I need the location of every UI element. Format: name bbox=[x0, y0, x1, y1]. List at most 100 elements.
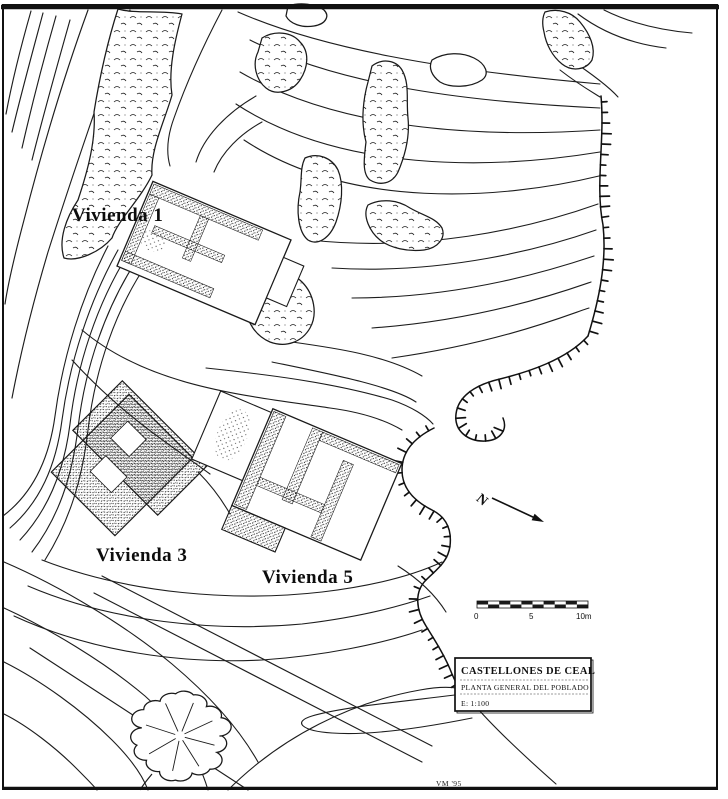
vivienda-5-label: Vivienda 5 bbox=[262, 567, 353, 588]
cliff-hachure-tick bbox=[456, 407, 466, 412]
map-frame bbox=[1, 4, 719, 790]
cliff-hachure-tick bbox=[418, 505, 426, 516]
tree-branch-line bbox=[181, 702, 194, 732]
cliff-hachure-tick bbox=[574, 346, 580, 353]
cliff-hachure-tick bbox=[457, 422, 468, 430]
cliff-hachure-tick bbox=[582, 339, 589, 346]
cliff-hachure-tick bbox=[601, 268, 613, 272]
rock-outcrop bbox=[254, 3, 594, 252]
scale-bar-segment bbox=[488, 604, 500, 608]
cliff-hachure-tick bbox=[433, 558, 442, 567]
scale-bar-segment bbox=[565, 601, 577, 605]
scale-bar: 0 5 10m bbox=[474, 600, 592, 621]
cliff-hachure-tick bbox=[432, 645, 440, 651]
tree-branch-line bbox=[148, 738, 176, 755]
cliff-hachure-tick bbox=[438, 664, 450, 670]
cliff-hachure-tick bbox=[547, 361, 554, 373]
tree-branch-line bbox=[182, 739, 200, 767]
scale-bar-segment bbox=[477, 601, 489, 605]
scale-bar-segment bbox=[499, 601, 511, 605]
vivienda-3-plan bbox=[50, 379, 209, 537]
vivienda-1-label: Vivienda 1 bbox=[72, 205, 163, 226]
cliff-hachure-tick bbox=[410, 498, 418, 507]
tree-branch-line bbox=[172, 740, 180, 771]
cliff-hachure-tick bbox=[413, 585, 421, 590]
cliff-hachure-tick bbox=[598, 289, 606, 293]
cliff-hachure-tick bbox=[464, 429, 471, 437]
cliff-hachure-tick bbox=[566, 352, 572, 361]
cliff-hachure-tick bbox=[442, 525, 449, 530]
scale-bar-segment bbox=[543, 601, 555, 605]
title-box-line1: CASTELLONES DE CEAL bbox=[461, 666, 595, 677]
cliff-hachure-tick bbox=[427, 567, 435, 574]
cliff-hachure-tick bbox=[484, 434, 487, 442]
cliff-hachure-tick bbox=[490, 430, 497, 440]
title-box-line3: E: 1:100 bbox=[461, 699, 489, 708]
cliff-hachure-tick bbox=[508, 375, 512, 386]
tree-symbol bbox=[130, 690, 232, 791]
cliff-hachure-tick bbox=[518, 372, 522, 381]
cliff-hachure-tick bbox=[415, 431, 421, 438]
cliff-hachure-tick bbox=[443, 673, 454, 679]
cliff-hachure-tick bbox=[599, 205, 611, 208]
cliff-hachure-tick bbox=[594, 310, 604, 314]
cliff-hachure-tick bbox=[591, 320, 603, 325]
tree-crown bbox=[130, 690, 232, 782]
scale-bar-segment bbox=[521, 601, 533, 605]
title-box-line2: PLANTA GENERAL DEL POBLADO bbox=[461, 683, 589, 692]
scale-bar-segment bbox=[554, 604, 566, 608]
tree-branch-line bbox=[184, 720, 213, 735]
tree-branch-line bbox=[165, 703, 179, 732]
vivienda-5-plan bbox=[191, 390, 403, 561]
cliff-hachure-tick bbox=[421, 627, 429, 633]
cliff-hachure-tick bbox=[403, 491, 411, 497]
tree-branch-line bbox=[145, 724, 176, 735]
scale-label-0: 0 bbox=[474, 612, 479, 621]
rock-outcrops bbox=[61, 3, 594, 260]
cliff-hachure-tick bbox=[461, 397, 469, 404]
cliff-hachure-tick bbox=[600, 215, 610, 219]
tree-branch-line bbox=[184, 736, 215, 746]
vivienda-3-label: Vivienda 3 bbox=[96, 545, 187, 566]
cliff-hachure-tick bbox=[437, 551, 448, 558]
cliff-hachure-tick bbox=[602, 226, 610, 229]
scale-label-10: 10m bbox=[576, 612, 592, 621]
cliff-hachure-tick bbox=[428, 510, 435, 520]
cliff-hachure-tick bbox=[435, 654, 445, 661]
cliff-edge bbox=[392, 95, 615, 703]
cliff-hachure-tick bbox=[405, 438, 414, 445]
cliff-hachure-tick bbox=[413, 618, 424, 625]
cliff-hachure-tick bbox=[487, 381, 493, 392]
rock-band-west bbox=[61, 8, 183, 260]
cliff-hachure-tick bbox=[600, 279, 609, 282]
scale-bar-segment bbox=[510, 604, 522, 608]
cliff-hachure-tick bbox=[397, 447, 408, 454]
cliff-hachure-tick bbox=[602, 258, 615, 261]
cliff-hachure-tick bbox=[398, 482, 406, 486]
cliff-hachure-tick bbox=[588, 330, 599, 335]
cliff-hachure-tick bbox=[408, 608, 420, 613]
cliff-hachure-tick bbox=[557, 357, 564, 368]
cliff-hachure-tick bbox=[538, 366, 543, 375]
cliff-hachure-tick bbox=[421, 575, 427, 582]
title-box: CASTELLONES DE CEAL PLANTA GENERAL DEL P… bbox=[454, 657, 595, 714]
vivienda-1-plan bbox=[116, 180, 315, 345]
scale-label-5: 5 bbox=[529, 612, 534, 621]
cliff-hachure-tick bbox=[474, 434, 478, 441]
cliff-hachure-tick bbox=[596, 299, 605, 303]
cliff-hachure-tick bbox=[441, 544, 451, 548]
cliff-hachure-tick bbox=[427, 636, 434, 642]
cliff-hachure-tick bbox=[528, 369, 532, 377]
scale-bar-segment bbox=[576, 604, 588, 608]
cliff-hachure-tick bbox=[493, 426, 504, 433]
cliff-hachure-tick bbox=[478, 385, 484, 394]
cliff-hachure-tick bbox=[425, 425, 430, 432]
cliff-hachure-tick bbox=[454, 416, 467, 420]
cliff-hachure-tick bbox=[436, 516, 444, 523]
cliff-hachure-tick bbox=[497, 378, 502, 390]
credit-text: VM '95 bbox=[436, 779, 462, 788]
scale-bar-segment bbox=[532, 604, 544, 608]
north-arrowhead bbox=[531, 513, 544, 522]
